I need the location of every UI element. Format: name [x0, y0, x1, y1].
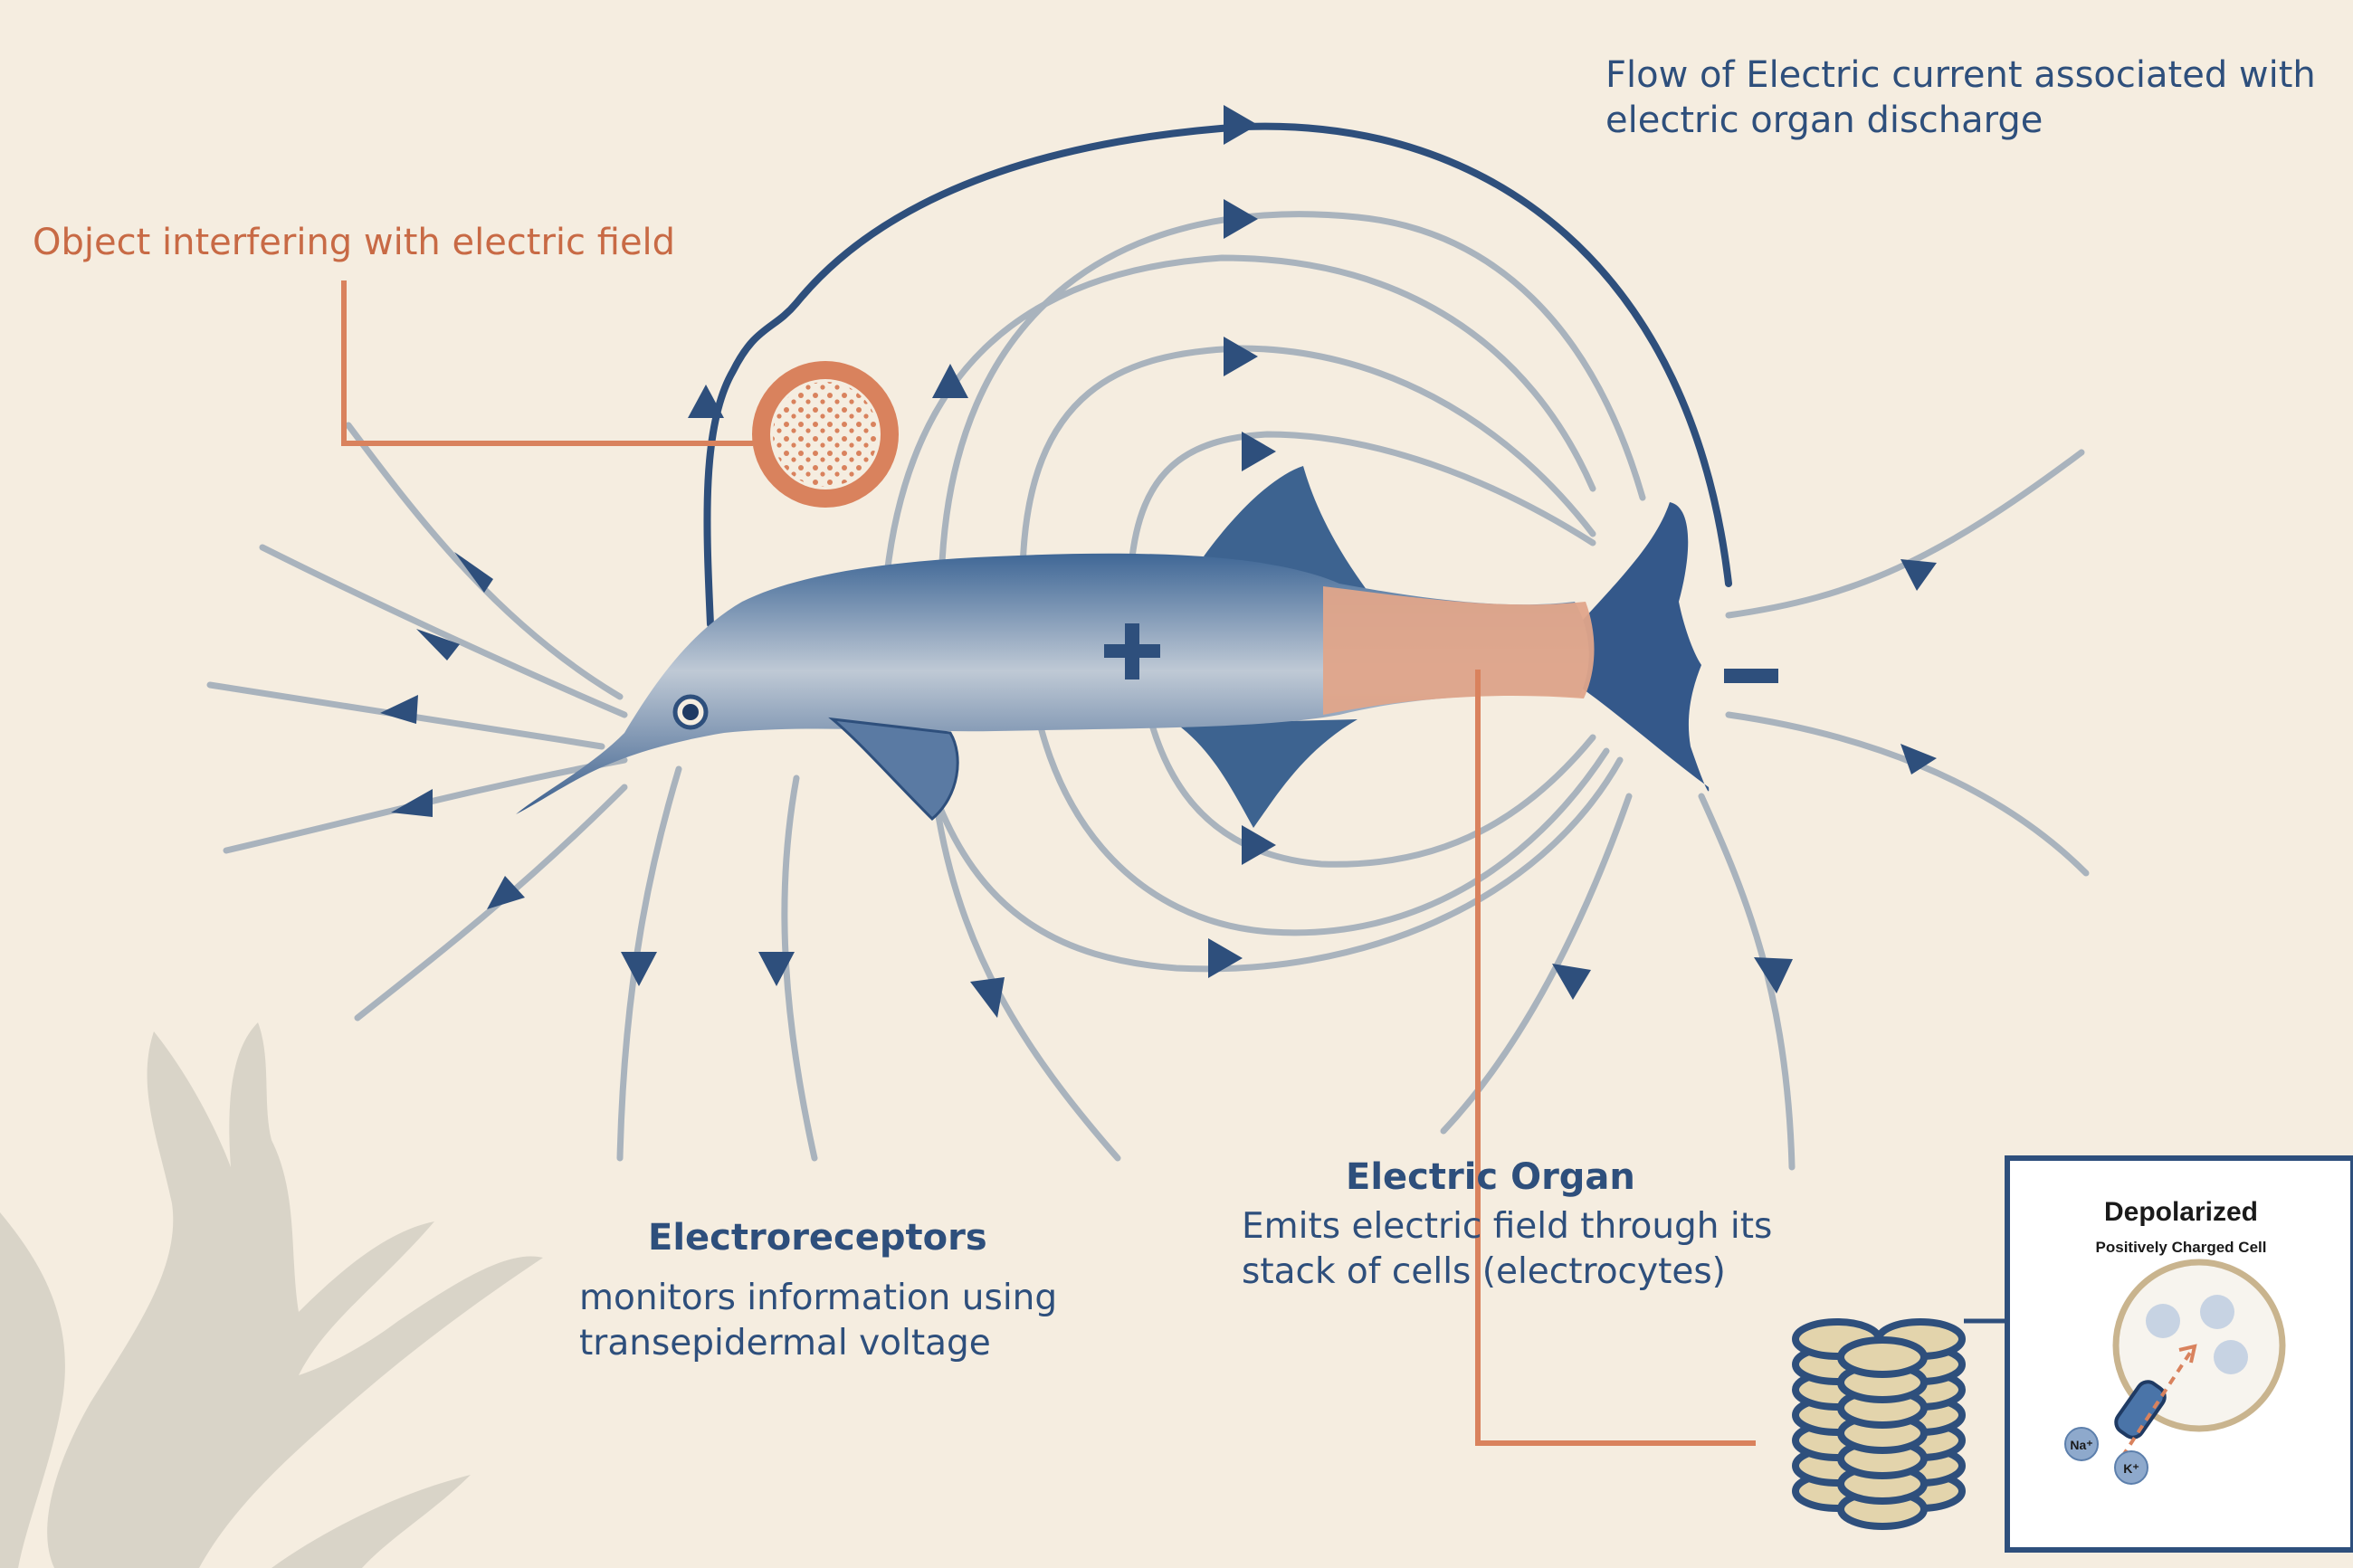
interfering-object — [752, 361, 899, 508]
arrow-top-1 — [1224, 105, 1258, 145]
sodium-ion — [2064, 1427, 2099, 1461]
arrow-right-1 — [1900, 559, 1937, 591]
flow-label-line2: electric organ discharge — [1605, 100, 2043, 141]
sodium-ion-label: Na⁺ — [2070, 1438, 2092, 1452]
arrow-bottom-1 — [1242, 825, 1276, 865]
object-label: Object interfering with electric field — [33, 222, 676, 263]
arrow-down-5 — [1754, 957, 1793, 993]
arrow-down-3 — [970, 977, 1005, 1018]
fish-ventral-fin — [1176, 719, 1358, 828]
object-leader-line — [341, 280, 753, 446]
fish-eye — [672, 694, 709, 730]
arrow-left-2 — [416, 629, 460, 660]
inset-subtitle: Positively Charged Cell — [2096, 1239, 2267, 1256]
ion-channel — [2114, 1380, 2167, 1440]
cell-vesicle-2 — [2200, 1295, 2234, 1329]
ion-flow-arrow — [2120, 1351, 2192, 1459]
organ-desc-line2: stack of cells (electrocytes) — [1242, 1251, 1726, 1292]
arrow-left-4 — [391, 789, 433, 817]
organ-title: Electric Organ — [1346, 1156, 1635, 1198]
arrow-up-current — [688, 385, 724, 418]
depolarized-inset: Depolarized Positively Charged Cell Na⁺ … — [2005, 1155, 2353, 1553]
cell-vesicle-1 — [2146, 1304, 2180, 1338]
electroreceptors-desc-line2: transepidermal voltage — [579, 1323, 991, 1364]
arrow-down-4 — [1552, 964, 1591, 1000]
arrow-top-2 — [1224, 199, 1258, 239]
arrow-top-3 — [1224, 337, 1258, 376]
fish-electric-organ — [1323, 586, 1595, 715]
electrocyte-stacks — [1792, 1318, 1966, 1530]
cell-vesicle-3 — [2214, 1340, 2248, 1374]
field-arrows — [380, 105, 1937, 1018]
arrow-left-3 — [380, 695, 418, 724]
arrow-down-1 — [621, 952, 657, 986]
coral-decoration — [0, 1022, 543, 1568]
plus-sign — [1104, 623, 1160, 679]
flow-label-line1: Flow of Electric current associated with — [1605, 54, 2316, 96]
fish-body — [516, 553, 1589, 814]
potassium-ion — [2114, 1450, 2148, 1485]
organ-desc-line1: Emits electric field through its — [1242, 1206, 1773, 1247]
organ-leader-line — [1475, 670, 1756, 1446]
arrow-right-2 — [1900, 744, 1937, 774]
fish-tail — [1575, 502, 1710, 792]
electrocyte-stack-front — [1837, 1336, 1928, 1530]
arrow-bottom-2 — [1208, 938, 1243, 978]
electroreceptors-desc-line1: monitors information using — [579, 1278, 1058, 1318]
arrow-down-2 — [758, 952, 795, 986]
minus-sign — [1724, 669, 1778, 683]
ion-flow-arrowhead — [2178, 1344, 2197, 1364]
arrow-up-left — [932, 364, 968, 398]
arrow-left-1 — [454, 552, 493, 593]
arrow-top-4 — [1242, 432, 1276, 471]
inset-title: Depolarized — [2104, 1197, 2258, 1227]
fish-pectoral-fin — [828, 717, 959, 822]
potassium-ion-label: K⁺ — [2123, 1461, 2139, 1476]
electroreceptors-title: Electroreceptors — [648, 1217, 987, 1259]
electric-fish — [516, 466, 1710, 828]
arrow-left-5 — [487, 876, 525, 909]
